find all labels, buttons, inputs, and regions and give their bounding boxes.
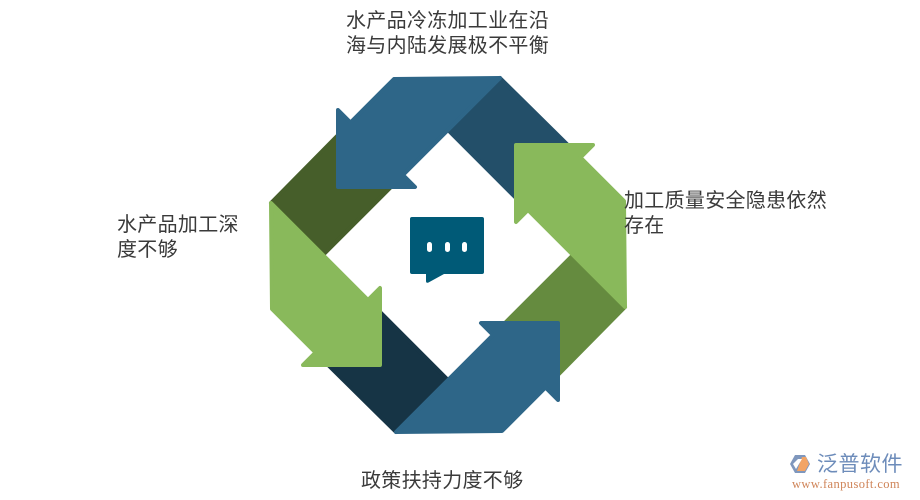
logo-url: www.fanpusoft.com [792, 477, 901, 491]
label-right: 加工质量安全隐患依然 存在 [624, 188, 827, 238]
label-bottom-line-1: 政策扶持力度不够 [361, 468, 524, 492]
label-left-line-2: 度不够 [117, 237, 178, 261]
chat-bubble-icon [410, 217, 484, 283]
chat-dot [445, 242, 450, 252]
label-top-line-2: 海与内陆发展极不平衡 [346, 33, 549, 57]
label-top: 水产品冷冻加工业在沿 海与内陆发展极不平衡 [346, 8, 549, 58]
chat-dot [462, 242, 467, 252]
right-arrow-up-icon [514, 143, 627, 309]
brand-logo: 泛普软件 www.fanpusoft.com [788, 450, 916, 494]
left-arrow-down-icon [269, 201, 382, 367]
logo-name: 泛普软件 [817, 452, 903, 476]
label-top-line-1: 水产品冷冻加工业在沿 [346, 8, 549, 32]
label-left: 水产品加工深 度不够 [117, 212, 239, 262]
chat-dot [427, 242, 432, 252]
label-right-line-1: 加工质量安全隐患依然 [624, 188, 827, 212]
bottom-arrow-right-icon [394, 321, 560, 434]
label-right-line-2: 存在 [624, 213, 665, 237]
fanpu-logo-icon [790, 455, 810, 473]
arrow-heads [269, 76, 627, 434]
label-left-line-1: 水产品加工深 [117, 212, 239, 236]
top-arrow-left-icon [336, 76, 502, 189]
label-bottom: 政策扶持力度不够 [361, 468, 523, 493]
